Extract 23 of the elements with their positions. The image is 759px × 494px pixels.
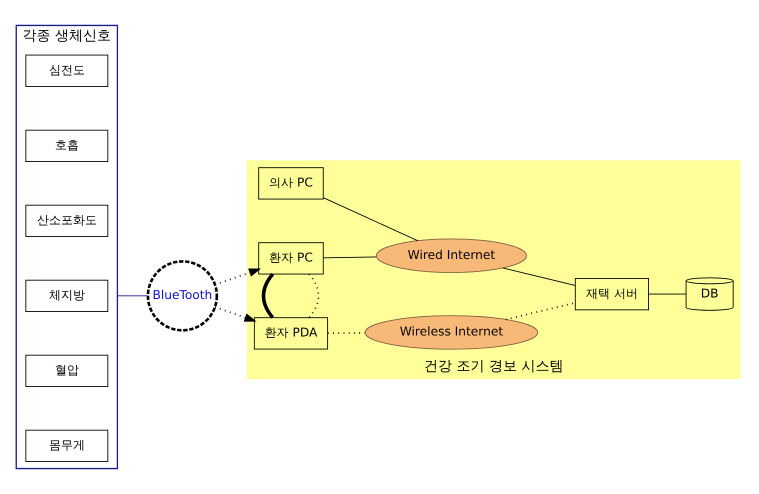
node-box: 몸무게 xyxy=(25,430,108,462)
connector xyxy=(308,274,320,318)
connector xyxy=(116,295,148,296)
connector xyxy=(648,294,686,295)
connector xyxy=(323,197,418,242)
node-box: 환자 PDA xyxy=(254,317,328,350)
node-circle: BlueTooth xyxy=(146,260,218,332)
node-box: 의사 PC xyxy=(258,167,324,200)
connector xyxy=(502,267,576,286)
connector xyxy=(328,332,365,334)
node-box: 혈압 xyxy=(25,354,108,387)
node-box: 심전도 xyxy=(25,54,108,87)
arrow xyxy=(214,306,257,322)
node-ellipse: Wireless Internet xyxy=(364,315,538,350)
node-ellipse: Wired Internet xyxy=(376,238,527,273)
node-box: 재택 서버 xyxy=(574,278,649,310)
node-box: 체지방 xyxy=(25,280,108,312)
node-box: 환자 PC xyxy=(258,242,324,274)
node-box: 산소포화도 xyxy=(25,204,108,237)
node-box: 호흡 xyxy=(25,130,108,162)
connector xyxy=(262,272,274,319)
connector xyxy=(323,256,377,258)
connector xyxy=(506,302,576,320)
